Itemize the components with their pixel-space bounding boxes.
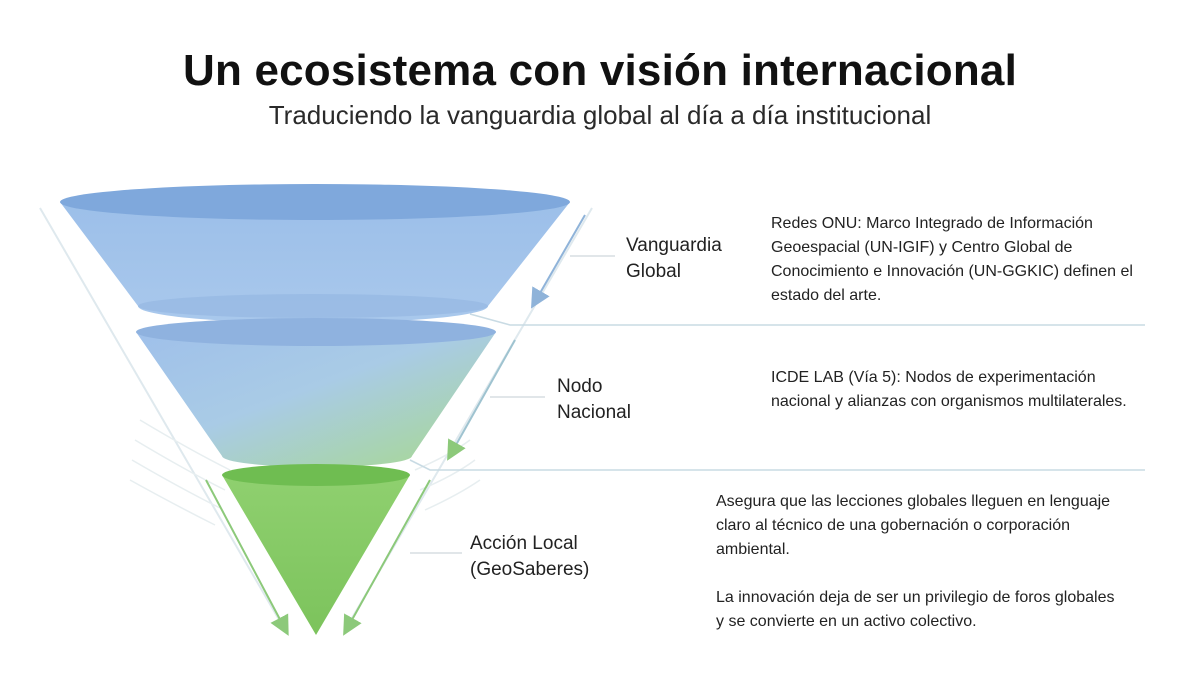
connector-lines [409, 313, 1145, 471]
flow-arrows [205, 214, 586, 636]
description-global: Redes ONU: Marco Integrado de Informació… [771, 215, 1133, 304]
description-national: ICDE LAB (Vía 5): Nodos de experimentaci… [771, 369, 1127, 410]
description-local-1: Asegura que las lecciones globales llegu… [716, 493, 1111, 558]
tier-local [222, 464, 410, 635]
description-local: Asegura que las lecciones globales llegu… [716, 490, 1126, 634]
label-accion-local: Acción Local (GeoSaberes) [470, 533, 590, 580]
tier-national [136, 318, 496, 467]
description-local-2: La innovación deja de ser un privilegio … [716, 589, 1115, 630]
page-title: Un ecosistema con visión internacional [182, 46, 1018, 95]
page-subtitle: Traduciendo la vanguardia global al día … [268, 100, 932, 130]
label-vanguardia-global: Vanguardia Global [626, 235, 722, 282]
label-nodo-nacional: Nodo Nacional [557, 376, 631, 423]
label-leaders [410, 255, 615, 554]
ripple-lines [129, 419, 481, 526]
tier-global [60, 184, 570, 323]
